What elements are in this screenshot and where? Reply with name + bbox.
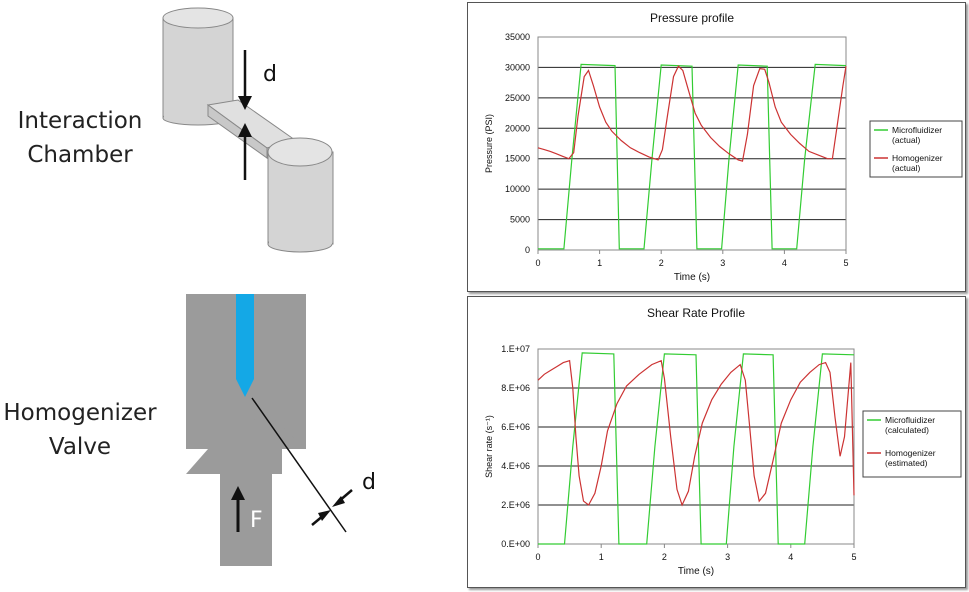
interaction-chamber-diagram: [162, 7, 334, 253]
valve-gap-symbol: d: [362, 470, 376, 495]
valve-stem: [220, 474, 272, 566]
x-tick-label: 1: [597, 258, 602, 268]
legend-label: Microfluidizer: [885, 415, 935, 425]
legend-label: Homogenizer: [892, 153, 943, 163]
y-tick-label: 25000: [505, 93, 530, 103]
homogenizer-valve-diagram: [186, 294, 353, 566]
y-tick-label: 5000: [510, 215, 530, 225]
y-tick-label: 6.E+06: [501, 422, 530, 432]
valve-force-symbol: F: [250, 508, 263, 533]
valve-seat: [186, 449, 282, 474]
shear-rate-chart-panel: Shear Rate Profile 0.E+00 2.E+06 4.E+06 6.E+…: [467, 296, 966, 588]
gap-width-arrows: [311, 489, 353, 526]
chart-title: Pressure profile: [650, 11, 734, 25]
legend-label: Homogenizer: [885, 448, 936, 458]
x-tick-label: 0: [535, 552, 540, 562]
series-line: [538, 352, 855, 545]
x-axis-label: Time (s): [678, 566, 714, 577]
chamber-gap-symbol: d: [263, 62, 277, 87]
series-line: [537, 65, 847, 162]
chart-title: Shear Rate Profile: [647, 306, 745, 320]
fluid-tip: [236, 379, 254, 397]
x-tick-label: 2: [659, 258, 664, 268]
interaction-chamber-label: Interaction Chamber: [5, 104, 155, 172]
y-tick-label: 0.E+00: [501, 539, 530, 549]
y-tick-label: 20000: [505, 123, 530, 133]
x-tick-label: 1: [599, 552, 604, 562]
x-tick-label: 4: [782, 258, 787, 268]
x-tick-label: 0: [535, 258, 540, 268]
legend-label: (calculated): [885, 425, 929, 435]
y-tick-label: 0: [525, 245, 530, 255]
x-axis-label: Time (s): [674, 272, 710, 283]
series-line: [537, 359, 855, 507]
homogenizer-label-line1: Homogenizer: [3, 400, 157, 426]
homogenizer-valve-label: Homogenizer Valve: [0, 396, 160, 464]
x-tick-label: 3: [720, 258, 725, 268]
legend-box: [862, 410, 962, 478]
plot-frame: [537, 36, 847, 251]
legend-label: (estimated): [885, 458, 928, 468]
y-axis-label: Shear rate (s⁻¹): [484, 415, 494, 478]
legend-label: (actual): [892, 135, 921, 145]
x-tick-label: 2: [662, 552, 667, 562]
x-tick-label: 3: [725, 552, 730, 562]
fluid-channel: [236, 294, 254, 379]
y-tick-label: 8.E+06: [501, 383, 530, 393]
shear-rate-chart: Shear Rate Profile 0.E+00 2.E+06 4.E+06 6.E+…: [484, 306, 962, 577]
y-tick-label: 1.E+07: [501, 344, 530, 354]
y-tick-label: 15000: [505, 154, 530, 164]
force-arrow: [231, 486, 245, 532]
legend-label: Microfluidizer: [892, 125, 942, 135]
lower-cylinder: [267, 137, 334, 253]
x-tick-label: 5: [851, 552, 856, 562]
y-tick-label: 10000: [505, 184, 530, 194]
series-line: [538, 63, 847, 250]
x-tick-label: 4: [788, 552, 793, 562]
plot-frame: [537, 348, 855, 545]
legend-label: (actual): [892, 163, 921, 173]
y-tick-label: 35000: [505, 32, 530, 42]
pressure-chart: Pressure profile 0 5000 10000 15000 20000 2500…: [484, 11, 963, 283]
gap-arrows: [238, 50, 252, 180]
y-tick-label: 30000: [505, 62, 530, 72]
y-tick-label: 4.E+06: [501, 461, 530, 471]
x-tick-label: 5: [843, 258, 848, 268]
pressure-chart-panel: Pressure profile 0 5000 10000 15000 20000 2500…: [467, 2, 966, 292]
homogenizer-label-line2: Valve: [48, 434, 112, 460]
interaction-label-line2: Chamber: [27, 142, 133, 168]
y-axis-label: Pressure (PSI): [484, 114, 494, 173]
y-tick-label: 2.E+06: [501, 500, 530, 510]
interaction-label-line1: Interaction: [17, 108, 143, 134]
